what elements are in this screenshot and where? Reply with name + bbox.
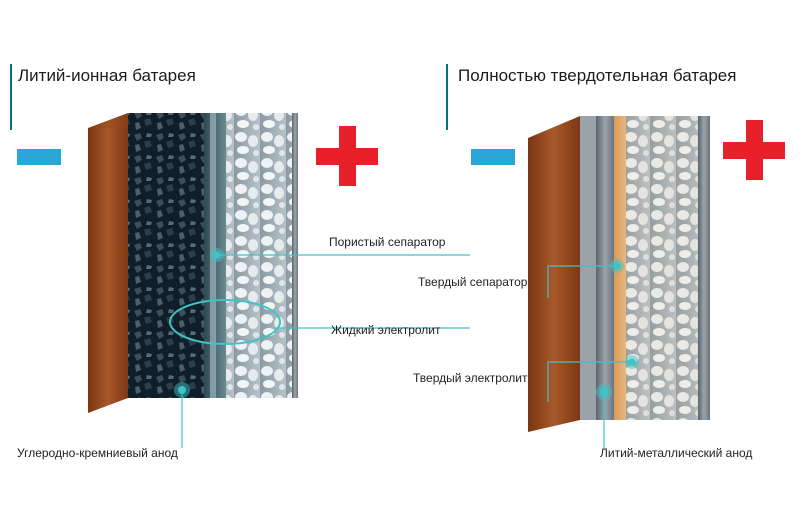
label-solid-separator: Твердый сепаратор xyxy=(418,275,528,289)
left-callout-lines xyxy=(169,254,470,448)
left-panel-title: Литий-ионная батарея xyxy=(18,66,196,85)
right-steel-layer xyxy=(596,116,614,420)
right-cathode-layer xyxy=(626,116,698,420)
left-minus-sign xyxy=(17,149,61,165)
left-anode-layer xyxy=(128,113,210,398)
right-title-bar xyxy=(446,64,448,130)
right-callout-dots xyxy=(596,259,639,400)
right-callout-lines xyxy=(547,265,632,448)
right-collector-edge xyxy=(698,116,710,420)
left-plus-sign xyxy=(316,126,378,186)
label-porous-separator: Пористый сепаратор xyxy=(329,235,446,249)
right-copper-side xyxy=(528,116,580,432)
left-callout-dots xyxy=(174,248,224,398)
label-carbon-silicon-anode: Углеродно-кремниевый анод xyxy=(17,446,178,460)
label-solid-electrolyte: Твердый электролит xyxy=(413,371,528,385)
label-liquid-electrolyte: Жидкий электролит xyxy=(331,323,441,337)
right-plus-sign xyxy=(723,120,785,180)
right-minus-sign xyxy=(471,149,515,165)
right-panel-title: Полностью твердотельная батарея xyxy=(458,66,737,85)
left-title-bar xyxy=(10,64,12,130)
li-ion-battery xyxy=(88,113,298,413)
right-anode-layer xyxy=(580,116,596,420)
label-lithium-metal-anode: Литий-металлический анод xyxy=(600,446,753,460)
left-copper-side xyxy=(88,113,128,413)
solid-state-battery xyxy=(528,116,710,432)
